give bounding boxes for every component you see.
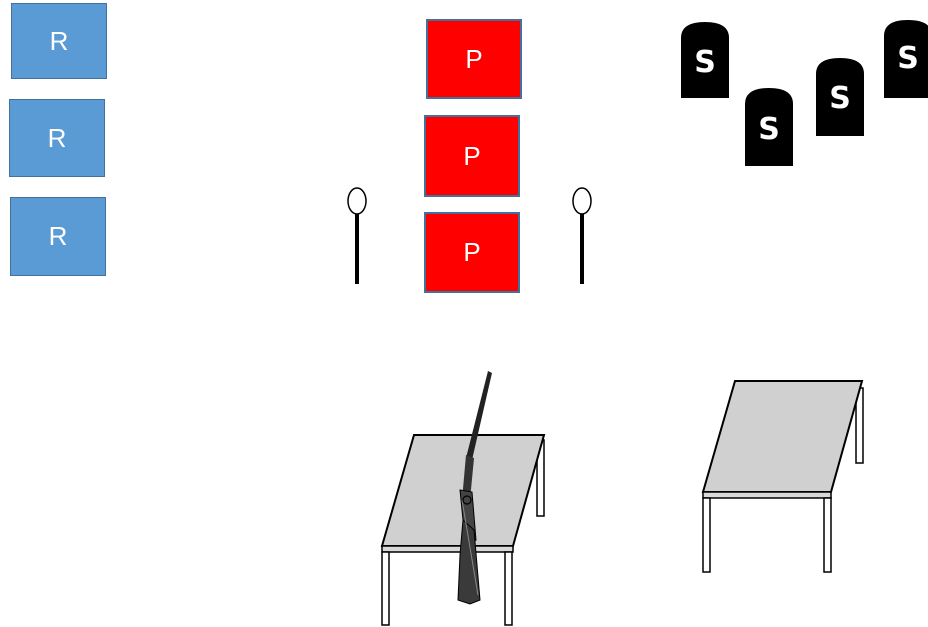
pole-right: [572, 187, 592, 284]
p-box-label: P: [463, 140, 481, 171]
svg-text:S: S: [829, 81, 851, 116]
rifle-icon: [457, 371, 492, 605]
s-marker-3: S: [816, 58, 864, 136]
table-right: [701, 380, 864, 573]
s-marker-2: S: [745, 88, 793, 166]
p-box-label: P: [463, 237, 481, 267]
r-box-3: R: [10, 197, 106, 276]
pole-left: [347, 187, 367, 284]
p-box-1: P: [426, 19, 522, 99]
s-marker-1: S: [681, 22, 729, 98]
p-box-2: P: [424, 115, 520, 197]
svg-text:S: S: [758, 112, 780, 147]
r-box-1: R: [11, 3, 107, 79]
svg-text:S: S: [694, 45, 716, 80]
svg-text:S: S: [897, 41, 919, 76]
p-box-label: P: [465, 43, 483, 74]
r-box-label: R: [49, 25, 69, 56]
r-box-label: R: [47, 122, 67, 153]
r-box-label: R: [48, 221, 68, 251]
s-marker-4: S: [884, 20, 928, 98]
r-box-2: R: [9, 99, 105, 177]
p-box-3: P: [424, 212, 520, 293]
